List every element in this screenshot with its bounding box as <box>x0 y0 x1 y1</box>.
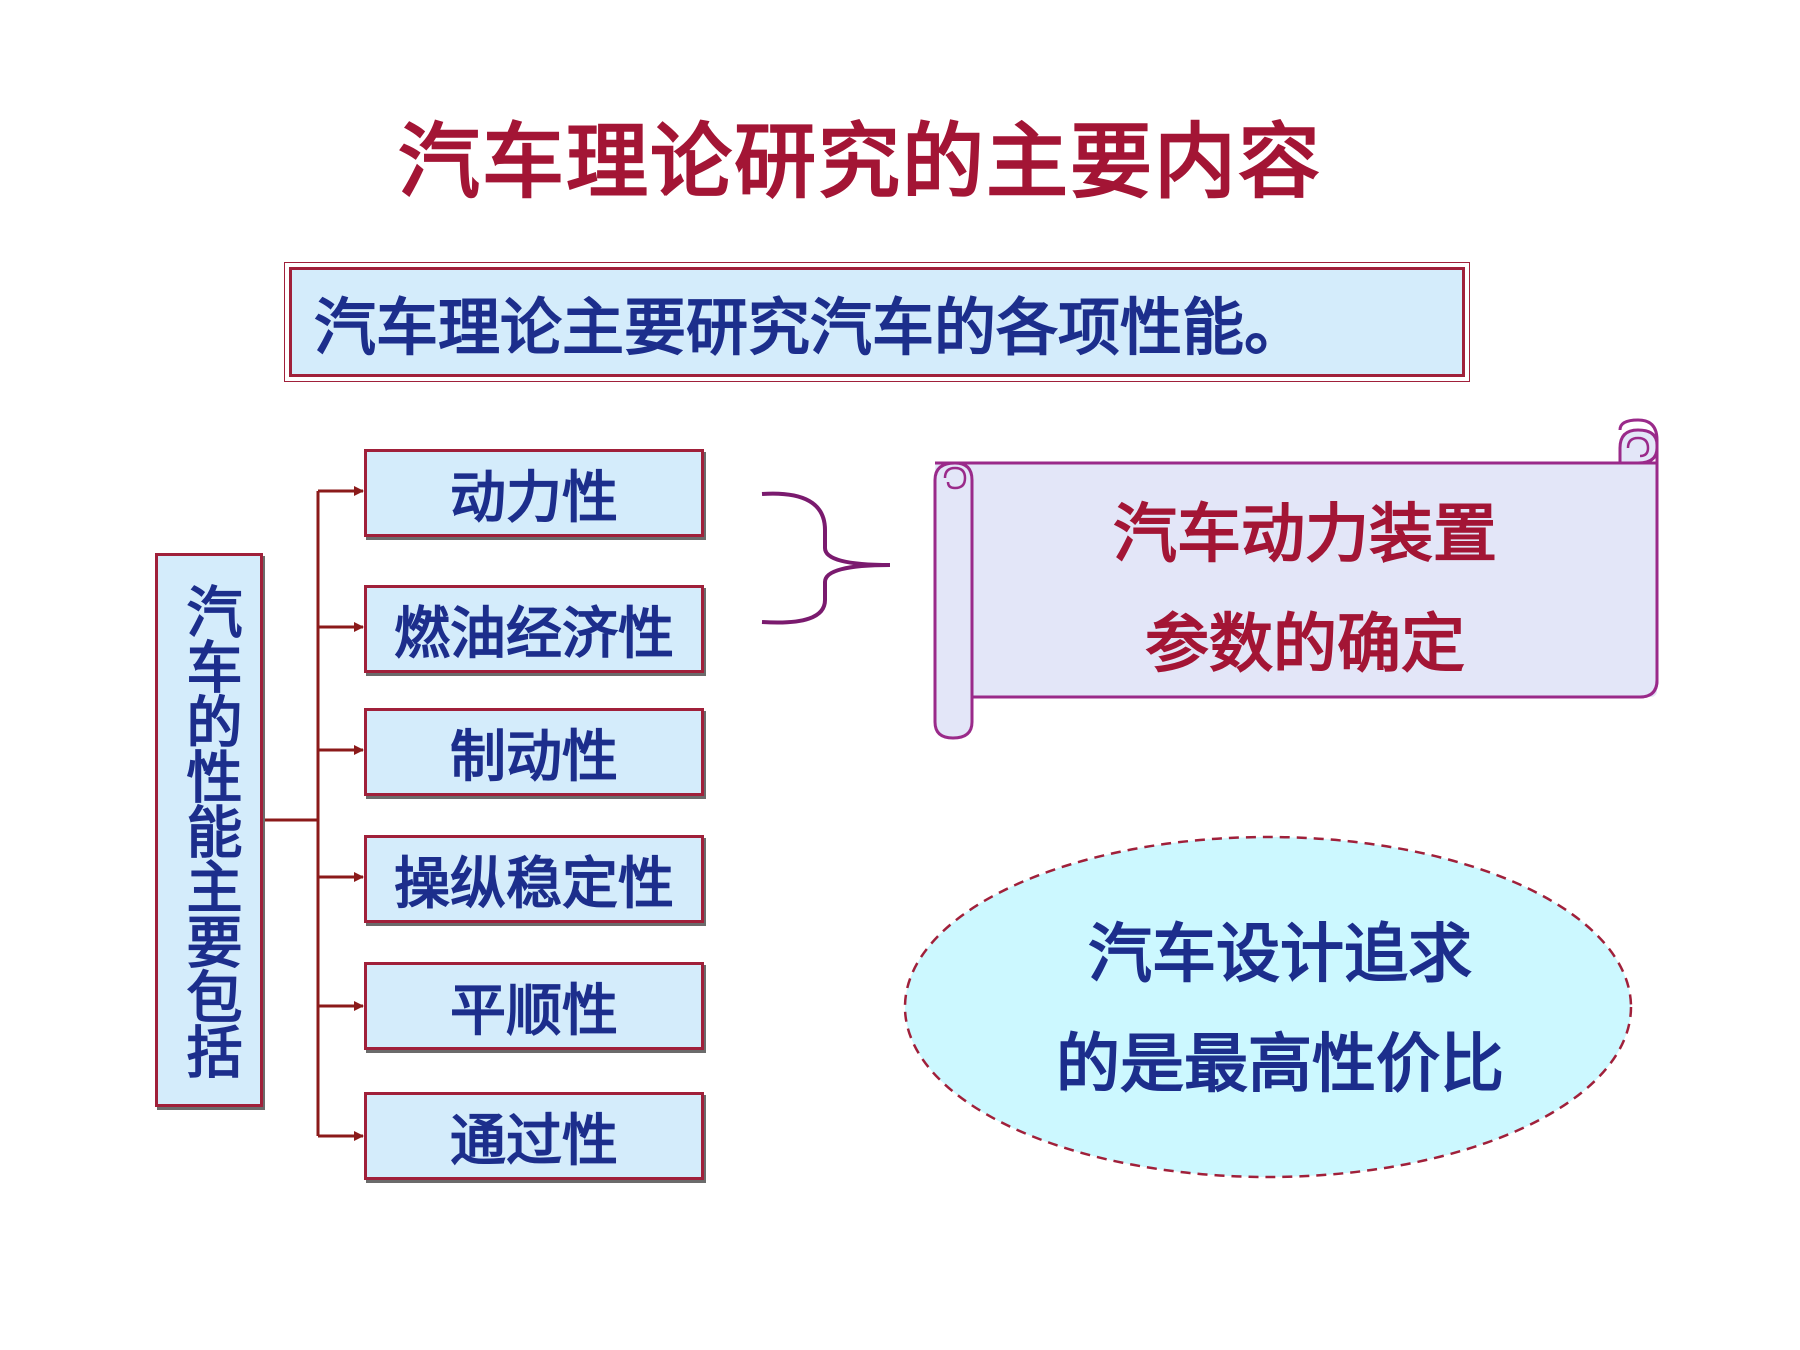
performance-group-box: 汽车的性能主要包括 <box>155 553 263 1107</box>
ellipse-note-line1: 汽车设计追求 <box>1088 918 1472 992</box>
performance-item: 通过性 <box>364 1092 704 1180</box>
performance-item-label: 燃油经济性 <box>394 601 674 667</box>
performance-item-label: 平顺性 <box>450 978 618 1044</box>
highlight-ellipse <box>903 835 1633 1179</box>
performance-group-label: 汽车的性能主要包括 <box>177 582 242 1078</box>
ellipse-note-line2: 的是最高性价比 <box>1056 1028 1504 1102</box>
summary-box: 汽车理论主要研究汽车的各项性能。 <box>284 262 1470 382</box>
curly-brace <box>761 491 891 625</box>
performance-item: 燃油经济性 <box>364 585 704 673</box>
performance-item-label: 通过性 <box>450 1108 618 1174</box>
scroll-note-line1: 汽车动力装置 <box>1113 498 1497 572</box>
scroll-banner <box>933 418 1659 740</box>
performance-item: 动力性 <box>364 449 704 537</box>
performance-item-label: 操纵稳定性 <box>394 851 674 917</box>
performance-item: 操纵稳定性 <box>364 835 704 923</box>
connector-tree <box>263 486 364 1141</box>
performance-item: 平顺性 <box>364 962 704 1050</box>
performance-item-label: 动力性 <box>450 465 618 531</box>
slide-title: 汽车理论研究的主要内容 <box>397 115 1322 210</box>
scroll-note: 汽车动力装置 参数的确定 <box>985 480 1625 700</box>
performance-item: 制动性 <box>364 708 704 796</box>
summary-text: 汽车理论主要研究汽车的各项性能。 <box>314 291 1307 364</box>
performance-item-label: 制动性 <box>450 724 618 790</box>
ellipse-note: 汽车设计追求 的是最高性价比 <box>980 900 1580 1120</box>
scroll-note-line2: 参数的确定 <box>1145 608 1465 682</box>
